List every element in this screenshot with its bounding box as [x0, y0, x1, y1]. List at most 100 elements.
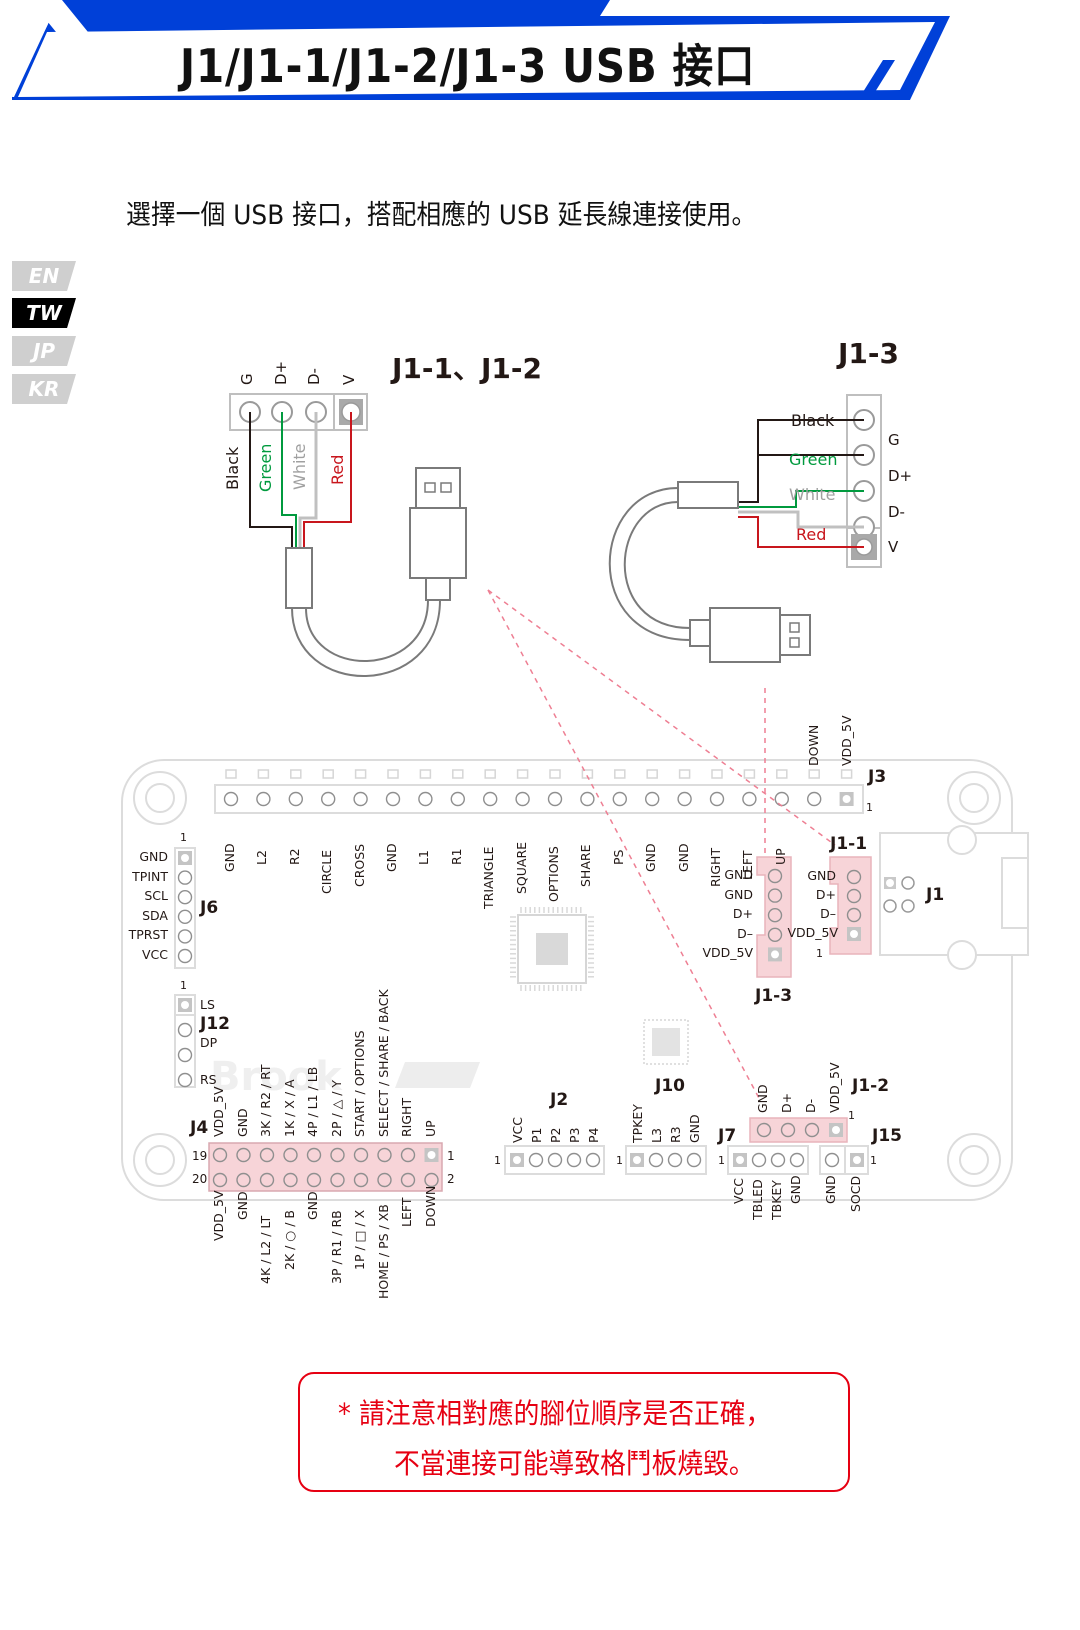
j10-pin-1: [633, 1156, 641, 1164]
wire-label-green: Green: [789, 450, 838, 469]
j1-3-label: GND: [724, 886, 753, 902]
j3-label: CROSS: [351, 843, 367, 887]
wire-black: [249, 412, 293, 548]
j12-pin-4: [177, 1072, 193, 1088]
j15-label: SOCD: [848, 1175, 863, 1212]
j12-pin1: 1: [180, 979, 187, 992]
j3-pin-14: [418, 791, 433, 807]
lang-tab-jp[interactable]: JP: [12, 336, 76, 366]
j6-pin-4: [177, 909, 193, 924]
j10-label: R3: [668, 1126, 683, 1143]
j4-pin-bottom-9: [400, 1172, 416, 1188]
j4-pin-top-4: [283, 1147, 298, 1163]
guide-line-j1-2: [487, 589, 761, 1101]
j1-3-label: VDD_5V: [702, 945, 753, 961]
banner-corner-accent: [858, 60, 895, 100]
lang-tab-tw[interactable]: TW: [12, 298, 76, 328]
cable-title-j1-3: J1-3: [838, 337, 900, 370]
pin-label-dminus: D-: [888, 503, 905, 521]
j15-pin1: 1: [870, 1154, 877, 1167]
pin-label-v: V: [340, 374, 358, 385]
j3-pin-12: [483, 791, 498, 807]
j3-pin-11: [515, 791, 530, 807]
j15-label: GND: [823, 1175, 838, 1204]
j1-1-pin-3: [846, 888, 862, 904]
j3-pin-2: [807, 791, 822, 807]
j7-name: J7: [718, 1126, 737, 1146]
warning-line-2: 不當連接可能導致格鬥板燒毀。: [394, 1447, 755, 1480]
j4-pin-bottom-4: [283, 1172, 298, 1188]
j1-1-label: VDD_5V: [787, 925, 838, 940]
j1-3-pin-1: [771, 950, 779, 959]
j6-pin-1: [181, 854, 189, 862]
strain-relief: [285, 547, 313, 609]
j4-bottom-label: GND: [305, 1190, 320, 1220]
pcb-board: Brook: [121, 759, 1029, 1201]
lang-tab-kr[interactable]: KR: [12, 374, 76, 404]
j6-label: TPRST: [128, 927, 168, 943]
j4-bottom-label: HOME / PS / XB: [375, 1203, 391, 1299]
j7-label: TBKEY: [769, 1180, 784, 1220]
wire-white: [298, 412, 318, 548]
j3-label: SQUARE: [513, 842, 529, 895]
j4-top-label: 2P / △ / Y: [328, 1079, 344, 1137]
j7-pin-2: [751, 1152, 767, 1168]
j4-pin-bottom-10: [424, 1172, 439, 1188]
pin-label-dplus: D+: [272, 360, 290, 385]
j3-label: SHARE: [578, 844, 594, 887]
j3-label: GND: [384, 843, 399, 873]
j1-1-name: J1-1: [830, 834, 868, 854]
j3-label: GND: [675, 843, 691, 873]
usb-plug-body: [709, 607, 781, 663]
banner-stripe-1: [30, 0, 88, 32]
j4-pin-bottom-7: [353, 1172, 369, 1188]
j3-pin-19: [256, 791, 271, 807]
j4-bottom-label: DOWN: [422, 1185, 438, 1227]
j4-top-label: 4P / L1 / LB: [305, 1066, 320, 1137]
mount-hole-tr: [947, 771, 1001, 825]
j6-label: SDA: [142, 907, 168, 923]
wire-green: [738, 490, 864, 508]
j2-label: P1: [529, 1127, 544, 1144]
j3-label: L2: [254, 849, 270, 865]
header-banner: [12, 0, 950, 100]
j1-3-pin-2: [767, 927, 783, 942]
j4-pin-top-10: [427, 1151, 436, 1159]
j4-pin-top-7: [353, 1147, 369, 1163]
lang-tab-en[interactable]: EN: [12, 261, 76, 291]
pin-label-g: G: [888, 431, 900, 449]
j1-2-pin-2: [804, 1122, 820, 1138]
j6-label: TPINT: [132, 868, 168, 884]
j15-pin-1: [853, 1156, 861, 1164]
j12-label-ls: LS: [200, 997, 215, 1012]
j10-pin1: 1: [616, 1154, 623, 1167]
wire-label-white: White: [789, 485, 836, 504]
warning-notice: * 請注意相對應的腳位順序是否正確， 不當連接可能導致格鬥板燒毀。: [298, 1372, 850, 1492]
j4-pin-bottom-3: [259, 1172, 275, 1188]
wire-white: [738, 510, 864, 529]
j1-usb-jack: [879, 832, 1029, 956]
j4-top-label: START / OPTIONS: [352, 1030, 367, 1137]
j6-label: GND: [139, 849, 168, 864]
j2-pin-1: [513, 1156, 521, 1164]
j4-top-label: SELECT / SHARE / BACK: [375, 989, 391, 1137]
cable-title-j1-1-j1-2: J1-1、J1-2: [392, 352, 543, 385]
board-outline: [121, 759, 1013, 1201]
j6-pin1: 1: [180, 831, 187, 844]
j10-header: [625, 1145, 707, 1175]
j2-pin1: 1: [494, 1154, 501, 1167]
j1-1-pin-2: [846, 907, 862, 923]
j12-pin-1: [181, 1001, 189, 1009]
j3-pin-6: [677, 791, 692, 807]
mount-hole-br: [947, 1133, 1001, 1187]
j6-label: VCC: [141, 947, 168, 962]
j7-pin1: 1: [718, 1154, 725, 1167]
j1-1-label: GND: [807, 868, 836, 883]
j3-pin-4: [742, 791, 757, 807]
j2-header: [504, 1145, 605, 1175]
j1-2-label: VDD_5V: [827, 1062, 842, 1113]
j3-label: GND: [643, 843, 659, 873]
j6-pin-2: [177, 870, 193, 885]
j2-label: P4: [586, 1127, 601, 1144]
j4-pin-top-3: [259, 1147, 275, 1163]
